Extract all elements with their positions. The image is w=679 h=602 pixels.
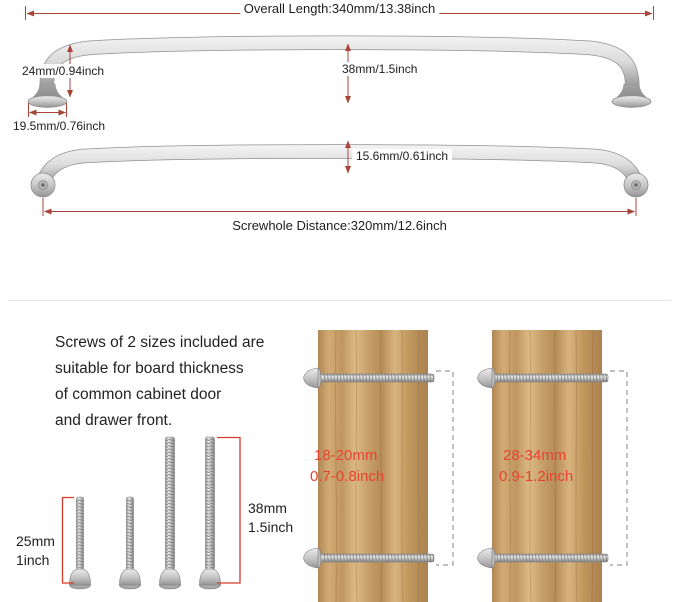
left-foot-base (27, 95, 68, 108)
thickness-guide (610, 370, 628, 566)
overall-length-label: Overall Length:340mm/13.38inch (239, 1, 440, 16)
short-screw-inch-label: 1inch (16, 552, 50, 568)
base-width-label: 19.5mm/0.76inch (13, 119, 106, 133)
screw-short (119, 496, 141, 590)
included-screws (69, 436, 221, 590)
size-brackets (61, 436, 241, 584)
right-flange (623, 172, 649, 198)
mounting-screw (303, 547, 435, 569)
right-foot-base (611, 95, 652, 108)
thickness-guide (436, 370, 454, 566)
description-line: of common cabinet door (55, 386, 222, 403)
bar-thickness-label: 15.6mm/0.61inch (352, 149, 453, 163)
long-screw-mm-label: 38mm (248, 500, 287, 516)
thick-board-inch-label: 0.9-1.2inch (499, 468, 574, 485)
screw-long (199, 436, 221, 590)
short-screw-mm-label: 25mm (16, 533, 55, 549)
handle-side-view (27, 35, 652, 108)
screws-description: Screws of 2 sizes included are suitable … (55, 330, 264, 434)
thick-board (477, 329, 628, 602)
mounting-screw (477, 367, 609, 389)
thin-board-inch-label: 0.7-0.8inch (310, 468, 385, 485)
left-flange (30, 172, 56, 198)
handle-front-view (30, 144, 649, 198)
thin-board (303, 329, 454, 602)
long-screw-inch-label: 1.5inch (248, 519, 294, 535)
screw-long (159, 436, 181, 590)
end-height-label: 24mm/0.94inch (18, 64, 109, 78)
screwhole-distance-label: Screwhole Distance:320mm/12.6inch (232, 218, 447, 233)
mounting-screw (477, 547, 609, 569)
projection-label: 38mm/1.5inch (338, 62, 422, 76)
description-line: Screws of 2 sizes included are (55, 334, 265, 351)
thin-board-mm-label: 18-20mm (314, 447, 378, 464)
screw-short (69, 496, 91, 590)
mounting-screw (303, 367, 435, 389)
description-line: suitable for board thickness (55, 360, 244, 377)
description-line: and drawer front. (55, 412, 173, 429)
thick-board-mm-label: 28-34mm (503, 447, 567, 464)
